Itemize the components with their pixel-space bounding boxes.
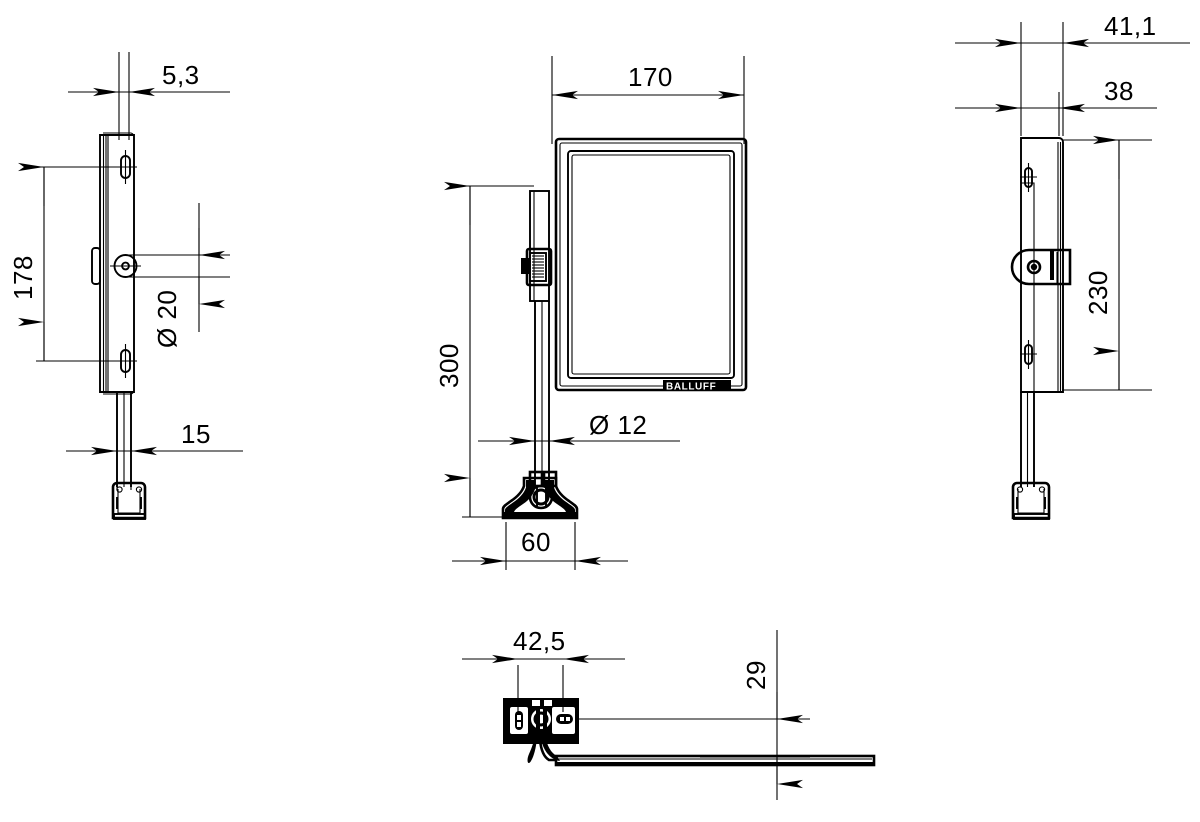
left-view-body bbox=[91, 132, 147, 520]
dimension-dia-20: Ø 20 bbox=[128, 203, 230, 348]
left-view: 5,3 178 Ø 20 15 bbox=[8, 52, 243, 520]
dimension-label-300: 300 bbox=[434, 343, 464, 388]
left-view-boss-circle bbox=[110, 254, 141, 278]
dimension-38: 38 bbox=[955, 76, 1157, 136]
brand-logo: BALLUFF bbox=[663, 380, 731, 393]
dimension-60: 60 bbox=[452, 522, 628, 570]
bottom-view-body bbox=[503, 698, 876, 767]
center-view: BALLUFF bbox=[434, 56, 748, 570]
dimension-label-29: 29 bbox=[741, 660, 771, 690]
dimension-170: 170 bbox=[551, 56, 745, 144]
dimension-178: 178 bbox=[8, 162, 122, 362]
dimension-label-178: 178 bbox=[8, 255, 38, 300]
dimension-label-60: 60 bbox=[521, 527, 551, 557]
dimension-29: 29 bbox=[575, 630, 810, 800]
right-view: 41,1 38 230 bbox=[955, 11, 1190, 520]
dimension-41-1: 41,1 bbox=[955, 11, 1190, 136]
right-view-foot bbox=[1011, 481, 1051, 520]
dimension-label-dia-12: Ø 12 bbox=[589, 410, 647, 440]
dimension-label-42-5: 42,5 bbox=[513, 626, 566, 656]
dimension-230: 230 bbox=[1062, 135, 1152, 391]
right-view-body bbox=[1010, 137, 1072, 520]
dimension-dia-12: Ø 12 bbox=[478, 410, 680, 446]
center-view-display-panel: BALLUFF bbox=[554, 137, 748, 393]
dimension-label-15: 15 bbox=[181, 419, 211, 449]
clamp-lever bbox=[521, 258, 529, 274]
bottom-view: 42,5 29 bbox=[462, 626, 876, 800]
center-view-clamp bbox=[521, 247, 553, 287]
center-view-mast bbox=[521, 190, 553, 487]
dimension-42-5: 42,5 bbox=[462, 626, 625, 712]
right-view-clamp bbox=[1010, 248, 1072, 286]
center-view-foot bbox=[501, 470, 579, 520]
dimension-label-5-3: 5,3 bbox=[162, 60, 200, 90]
dimension-label-170: 170 bbox=[628, 62, 673, 92]
dimension-300: 300 bbox=[434, 181, 534, 518]
dimension-label-230: 230 bbox=[1083, 270, 1113, 315]
right-view-slot-upper bbox=[1020, 163, 1037, 192]
dimension-label-38: 38 bbox=[1104, 76, 1134, 106]
dimension-label-41-1: 41,1 bbox=[1104, 11, 1157, 41]
dimension-15: 15 bbox=[66, 400, 243, 490]
right-view-slot-lower bbox=[1020, 340, 1037, 369]
dimension-label-dia-20: Ø 20 bbox=[152, 290, 182, 348]
clamp-knurl bbox=[532, 255, 544, 278]
left-view-foot bbox=[111, 481, 147, 520]
dimension-5-3: 5,3 bbox=[68, 52, 230, 140]
brand-logo-text: BALLUFF bbox=[666, 382, 716, 393]
